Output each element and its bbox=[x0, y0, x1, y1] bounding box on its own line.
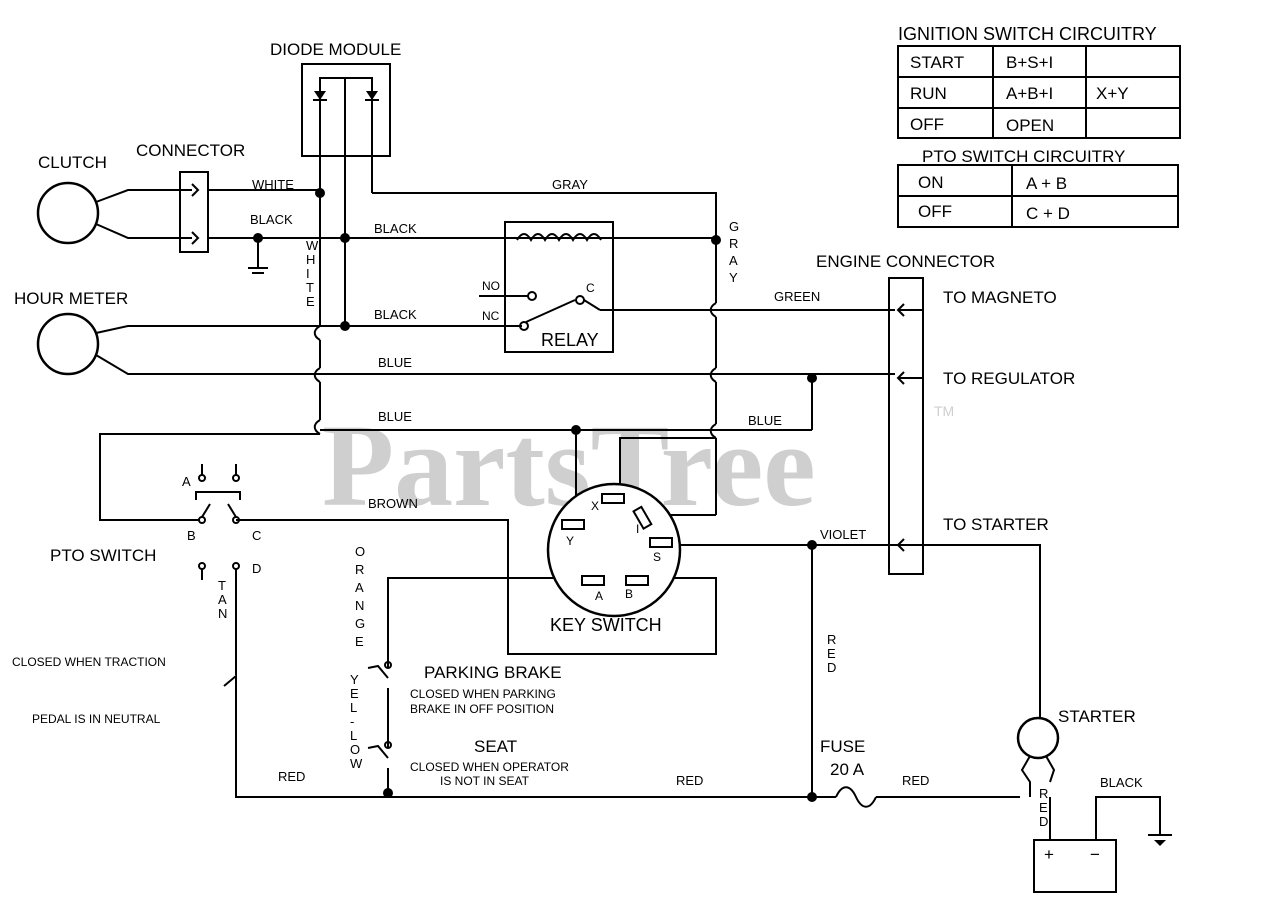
pto-r0c1: A + B bbox=[1026, 174, 1067, 193]
pto-b-label: B bbox=[187, 528, 196, 543]
pto-d-label: D bbox=[252, 561, 261, 576]
key-i-label: I bbox=[636, 522, 639, 536]
relay-label: RELAY bbox=[541, 330, 599, 350]
to-magneto-label: TO MAGNETO bbox=[943, 288, 1057, 307]
pto-switch-label: PTO SWITCH bbox=[50, 546, 156, 565]
seat-note-2: IS NOT IN SEAT bbox=[440, 774, 530, 788]
hour-meter-label: HOUR METER bbox=[14, 289, 128, 308]
key-a-label: A bbox=[595, 589, 603, 603]
fuse-rating: 20 A bbox=[830, 760, 865, 779]
pto-r1c1: C + D bbox=[1026, 204, 1070, 223]
wire-black-1: BLACK bbox=[250, 212, 293, 227]
key-y-label: Y bbox=[566, 534, 574, 548]
traction-note-2: PEDAL IS IN NEUTRAL bbox=[32, 712, 161, 726]
wire-gray: GRAY bbox=[552, 177, 588, 192]
engine-connector-label: ENGINE CONNECTOR bbox=[816, 252, 995, 271]
safety-switches: PARKING BRAKE CLOSED WHEN PARKING BRAKE … bbox=[367, 661, 569, 788]
key-b-label: B bbox=[625, 587, 633, 601]
parking-note-1: CLOSED WHEN PARKING bbox=[410, 687, 556, 701]
ignition-table-title: IGNITION SWITCH CIRCUITRY bbox=[898, 24, 1157, 44]
to-regulator-label: TO REGULATOR bbox=[943, 369, 1075, 388]
pto-c-label: C bbox=[252, 528, 261, 543]
wire-black-2: BLACK bbox=[374, 221, 417, 236]
pto-switch-table: PTO SWITCH CIRCUITRY ON A + B OFF C + D bbox=[897, 147, 1179, 228]
ignition-switch-table: IGNITION SWITCH CIRCUITRY START B+S+I RU… bbox=[897, 24, 1181, 139]
clutch: CLUTCH bbox=[36, 153, 192, 245]
parking-note-2: BRAKE IN OFF POSITION bbox=[410, 702, 554, 716]
wire-green: GREEN bbox=[774, 289, 820, 304]
connector-label: CONNECTOR bbox=[136, 141, 245, 160]
key-switch: X I Y S A B KEY SWITCH bbox=[507, 482, 717, 655]
starter-label: STARTER bbox=[1058, 707, 1136, 726]
wire-black-3: BLACK bbox=[374, 307, 417, 322]
diode-module-label: DIODE MODULE bbox=[270, 40, 401, 59]
starter: STARTER bbox=[1016, 707, 1136, 797]
hour-meter: HOUR METER bbox=[14, 289, 320, 376]
traction-note-1: CLOSED WHEN TRACTION bbox=[12, 655, 166, 669]
to-starter-label: TO STARTER bbox=[943, 515, 1049, 534]
pto-r1c0: OFF bbox=[918, 202, 952, 221]
seat-note-1: CLOSED WHEN OPERATOR bbox=[410, 760, 569, 774]
diode-module: DIODE MODULE bbox=[270, 40, 401, 193]
fuse: FUSE 20 A bbox=[820, 737, 865, 779]
relay: NO NC C RELAY bbox=[479, 221, 614, 353]
ign-r1c1: A+B+I bbox=[1006, 84, 1053, 103]
wire-black-4: BLACK bbox=[1100, 775, 1143, 790]
wire-labels: WHITE BLACK BLACK BLACK BLACK GRAY GREEN… bbox=[250, 177, 1143, 790]
clutch-connector: CONNECTOR bbox=[136, 141, 245, 253]
wire-red-3: RED bbox=[902, 773, 929, 788]
clutch-label: CLUTCH bbox=[38, 153, 107, 172]
pto-r0c0: ON bbox=[918, 173, 944, 192]
pto-a-label: A bbox=[182, 474, 191, 489]
ign-r0c0: START bbox=[910, 53, 964, 72]
relay-no-label: NO bbox=[482, 279, 500, 293]
junction-dots bbox=[253, 188, 817, 802]
engine-connector: ENGINE CONNECTOR TO MAGNETO TO REGULATOR… bbox=[816, 252, 1075, 575]
battery-plus: + bbox=[1044, 845, 1054, 864]
relay-nc-label: NC bbox=[482, 309, 500, 323]
watermark-tm: TM bbox=[934, 403, 954, 419]
key-x-label: X bbox=[591, 499, 599, 513]
wire-blue-3: BLUE bbox=[748, 413, 782, 428]
key-switch-label: KEY SWITCH bbox=[550, 615, 662, 635]
ign-r1c0: RUN bbox=[910, 84, 947, 103]
parking-brake-label: PARKING BRAKE bbox=[424, 663, 562, 682]
battery: + − bbox=[1033, 796, 1172, 893]
pto-switch: A B C PTO SWITCH D CLOSED WHEN TRACTION … bbox=[12, 464, 261, 726]
seat-label: SEAT bbox=[474, 737, 517, 756]
ign-r1c2: X+Y bbox=[1096, 84, 1129, 103]
fuse-label: FUSE bbox=[820, 737, 865, 756]
key-s-label: S bbox=[653, 550, 661, 564]
pto-table-title: PTO SWITCH CIRCUITRY bbox=[922, 147, 1125, 166]
wire-violet: VIOLET bbox=[820, 527, 866, 542]
wire-white: WHITE bbox=[252, 177, 294, 192]
battery-minus: − bbox=[1090, 845, 1100, 864]
wire-blue-2: BLUE bbox=[378, 409, 412, 424]
wire-red-1: RED bbox=[278, 769, 305, 784]
ign-r2c1: OPEN bbox=[1006, 116, 1054, 135]
wire-brown: BROWN bbox=[368, 496, 418, 511]
relay-c-label: C bbox=[586, 281, 595, 295]
wire-blue-1: BLUE bbox=[378, 355, 412, 370]
wire-red-2: RED bbox=[676, 773, 703, 788]
ign-r2c0: OFF bbox=[910, 115, 944, 134]
ign-r0c1: B+S+I bbox=[1006, 53, 1053, 72]
